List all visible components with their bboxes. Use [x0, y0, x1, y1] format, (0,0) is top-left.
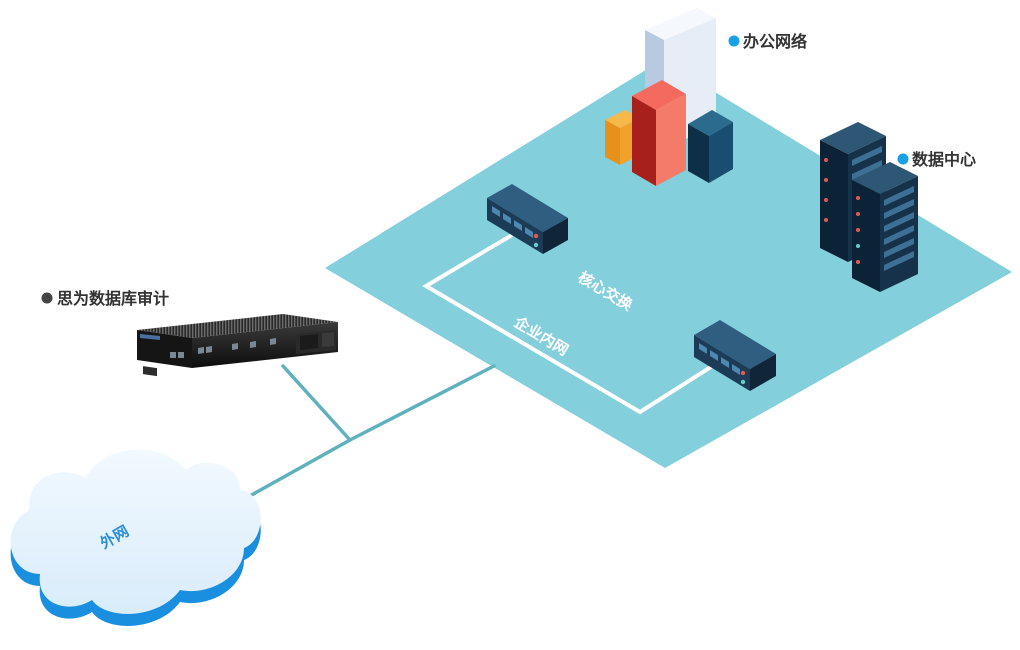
- connection-links: [246, 364, 496, 499]
- data-center-label: 数据中心: [912, 150, 976, 169]
- core-switch-icon: [487, 184, 568, 254]
- access-switch-icon: [694, 320, 776, 391]
- db-audit-appliance-icon: [137, 314, 338, 377]
- db-audit-dot: [41, 292, 53, 304]
- office-network-dot: [728, 35, 740, 47]
- server-rack-icon: [820, 122, 918, 292]
- link-junction-to-audit: [281, 364, 352, 442]
- internet-cloud-icon: [10, 449, 261, 626]
- link-cloud-to-junction: [246, 438, 352, 499]
- db-audit-label: 思为数据库审计: [57, 289, 169, 308]
- enterprise-platform: [325, 60, 1012, 468]
- link-junction-to-intranet: [348, 364, 496, 442]
- office-building-icon: [605, 8, 733, 186]
- data-center-dot: [897, 153, 909, 165]
- intranet-ring-path: [422, 233, 727, 415]
- office-network-label: 办公网络: [743, 32, 807, 51]
